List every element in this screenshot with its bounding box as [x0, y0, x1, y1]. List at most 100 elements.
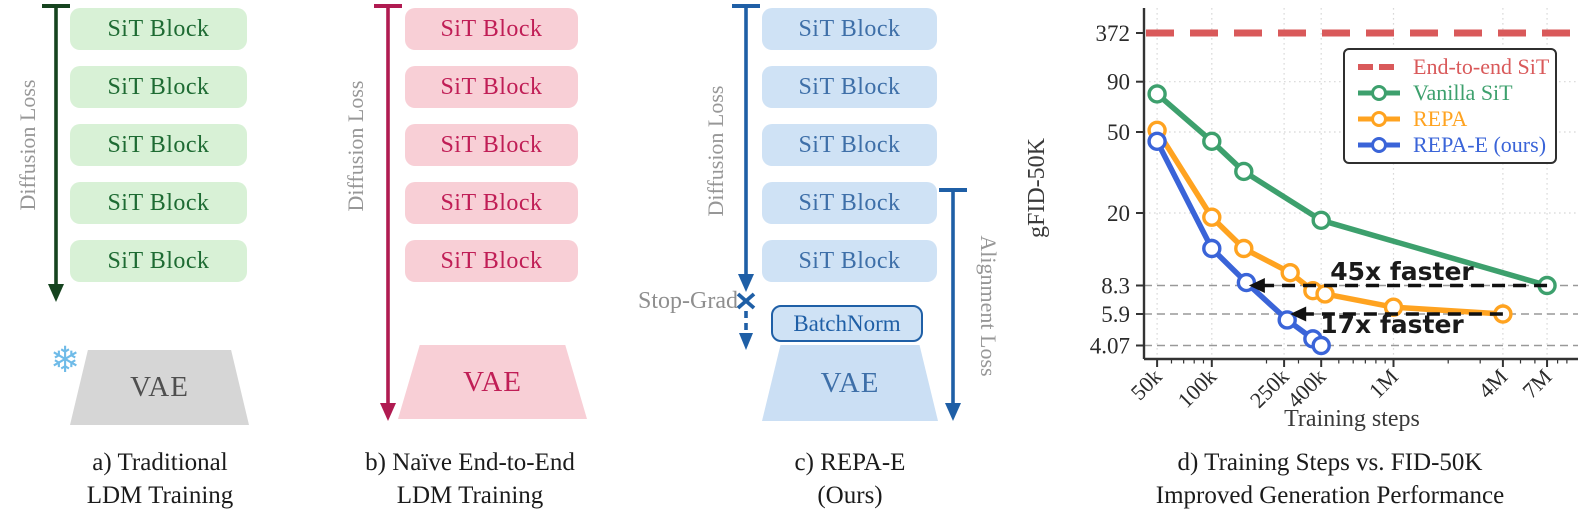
legend-label: Vanilla SiT [1413, 80, 1513, 105]
arrowhead-icon [1248, 278, 1265, 293]
annotation-17x-faster: 17x faster [1290, 306, 1503, 339]
data-point [1311, 210, 1331, 231]
data-point [1147, 131, 1167, 152]
sit-block: SiT Block [405, 8, 578, 50]
caption-panel-c: c) REPA-E (Ours) [710, 446, 990, 512]
vae-shape [70, 350, 249, 425]
data-point [1234, 238, 1254, 259]
sit-block: SiT Block [405, 66, 578, 108]
y-axis-label: gFID-50K [1024, 137, 1050, 238]
data-point [1493, 304, 1513, 324]
sit-block: SiT Block [70, 66, 247, 108]
x-axis-label: Training steps [1284, 406, 1420, 432]
x-tick-label: 1M [1364, 364, 1403, 403]
arrowhead-icon [1290, 306, 1307, 322]
data-point [1311, 335, 1331, 356]
stop-grad-x-marker [736, 292, 756, 310]
annotation-45x-faster: 45x faster [1248, 257, 1548, 293]
data-point [1383, 297, 1404, 317]
legend-item-repa-e-ours: REPA-E (ours) [1356, 132, 1555, 158]
data-point [1315, 284, 1335, 304]
legend-swatch-icon [1358, 111, 1400, 127]
diffusion-loss-arrow-c [732, 4, 760, 292]
x-tick-label: 7M [1517, 364, 1556, 403]
vae-trapezoid-a: VAE [70, 350, 249, 425]
frozen-snowflake-icon: ❄ [50, 340, 81, 381]
annotation-label: 17x faster [1320, 310, 1464, 339]
caption-b-line1: b) Naïve End-to-End [365, 449, 575, 476]
legend-swatch-icon [1358, 64, 1400, 70]
diffusion-loss-label-c: Diffusion Loss [703, 85, 728, 217]
x-tick-label: 100k [1173, 364, 1222, 413]
caption-a-line1: a) Traditional [92, 449, 228, 476]
vae-label: VAE [130, 371, 189, 403]
caption-b-line2: LDM Training [396, 482, 544, 509]
x-tick-label: 50k [1126, 364, 1167, 405]
data-point [1202, 207, 1222, 227]
series-repa-e-ours [1147, 131, 1331, 356]
legend-label: REPA-E (ours) [1413, 132, 1547, 157]
x-tick-label: 250k [1245, 364, 1294, 413]
vae-label: VAE [463, 365, 522, 398]
caption-panel-b: b) Naïve End-to-End LDM Training [320, 446, 620, 512]
data-point [1147, 84, 1167, 104]
diffusion-loss-arrow-a [42, 4, 70, 302]
x-tick-label: 4M [1473, 364, 1512, 403]
sit-block: SiT Block [762, 182, 937, 224]
y-tick-label: 4.07 [1090, 334, 1130, 359]
diffusion-loss-label-a: Diffusion Loss [15, 79, 40, 211]
caption-d-line2: Improved Generation Performance [1155, 482, 1505, 509]
vae-shape [762, 345, 938, 421]
legend-swatch-icon [1358, 85, 1400, 101]
y-tick-label: 20 [1107, 201, 1130, 226]
sit-block: SiT Block [70, 124, 247, 166]
vae-trapezoid-b: VAE [398, 345, 587, 419]
legend-item-end-to-end-sit: End-to-end SiT [1356, 54, 1555, 80]
vae-shape [398, 345, 587, 419]
sit-block: SiT Block [70, 8, 247, 50]
sit-block: SiT Block [762, 66, 937, 108]
data-point [1202, 238, 1222, 259]
legend-item-vanilla-sit: Vanilla SiT [1356, 80, 1555, 106]
batchnorm-box: BatchNorm [771, 305, 923, 342]
legend-label: REPA [1413, 106, 1468, 131]
data-point [1147, 120, 1167, 141]
sit-block: SiT Block [405, 182, 578, 224]
data-point [1202, 131, 1222, 152]
sit-block: SiT Block [405, 240, 578, 282]
legend-label: End-to-end SiT [1413, 54, 1550, 79]
caption-d-line1: d) Training Steps vs. FID-50K [1177, 449, 1483, 476]
stop-grad-dashed-arrow [739, 311, 753, 350]
sit-block: SiT Block [762, 8, 937, 50]
data-point [1277, 310, 1297, 330]
data-point [1303, 329, 1323, 349]
annotation-label: 45x faster [1330, 257, 1474, 286]
data-point [1280, 262, 1300, 283]
caption-a-line2: LDM Training [86, 482, 234, 509]
sit-block: SiT Block [405, 124, 578, 166]
y-tick-label: 50 [1107, 120, 1130, 145]
data-point [1537, 275, 1557, 296]
legend-item-repa: REPA [1356, 106, 1555, 132]
y-tick-label: 8.3 [1101, 274, 1130, 299]
data-point [1303, 280, 1323, 301]
sit-block: SiT Block [70, 240, 247, 282]
vae-trapezoid-c: VAE [762, 345, 938, 421]
data-point [1234, 161, 1254, 182]
stop-grad-label: Stop-Grad [638, 288, 738, 314]
y-tick-label: 5.9 [1101, 302, 1130, 327]
caption-panel-a: a) Traditional LDM Training [20, 446, 300, 512]
alignment-loss-arrow [939, 188, 967, 421]
caption-c-line1: c) REPA-E [794, 449, 906, 476]
y-tick-label: 372 [1096, 21, 1131, 46]
caption-panel-d: d) Training Steps vs. FID-50K Improved G… [1090, 446, 1570, 512]
sit-block: SiT Block [762, 240, 937, 282]
vae-label: VAE [820, 366, 880, 399]
y-tick-label: 90 [1107, 70, 1130, 95]
x-tick-label: 400k [1282, 364, 1331, 413]
alignment-loss-label: Alignment Loss [976, 235, 1001, 377]
sit-block: SiT Block [762, 124, 937, 166]
legend-swatch-icon [1358, 137, 1400, 153]
sit-block: SiT Block [70, 182, 247, 224]
